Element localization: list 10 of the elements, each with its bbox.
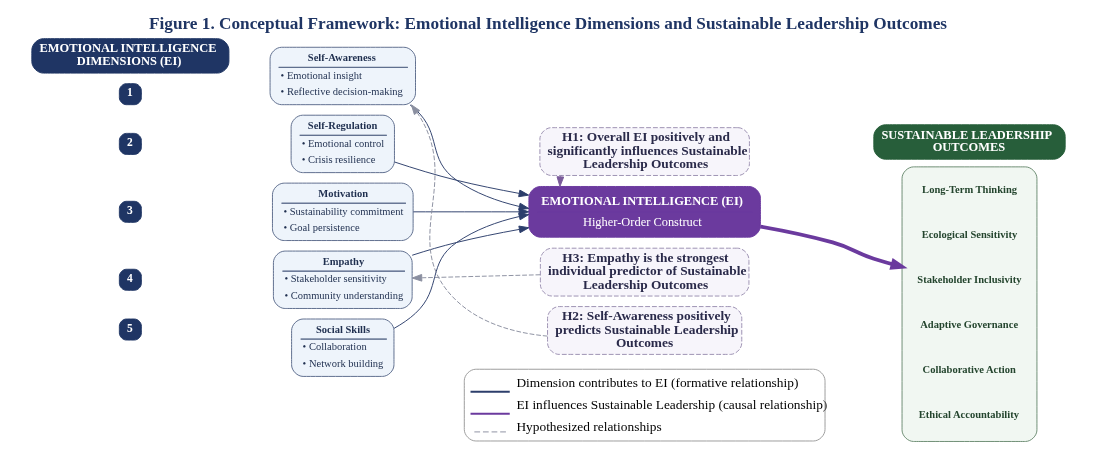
node-text: Stakeholder Inclusivity: [917, 274, 1022, 286]
node-text: Collaborative Action: [922, 364, 1016, 376]
node-text: Long-Term Thinking: [922, 184, 1018, 196]
diagram-title: Figure 1. Conceptual Framework: Emotional Intelligence Dimensions and Sustainable Leadership Outcomes: [149, 13, 948, 33]
legend-label: Dimension contributes to EI (formative relationship): [516, 375, 799, 391]
node-text: Ethical Accountability: [918, 409, 1019, 421]
legend-label: Hypothesized relationships: [516, 419, 662, 435]
node-text: Ecological Sensitivity: [921, 229, 1018, 241]
node-text: Adaptive Governance: [920, 319, 1019, 331]
legend-label: EI influences Sustainable Leadership (causal relationship): [516, 397, 828, 413]
